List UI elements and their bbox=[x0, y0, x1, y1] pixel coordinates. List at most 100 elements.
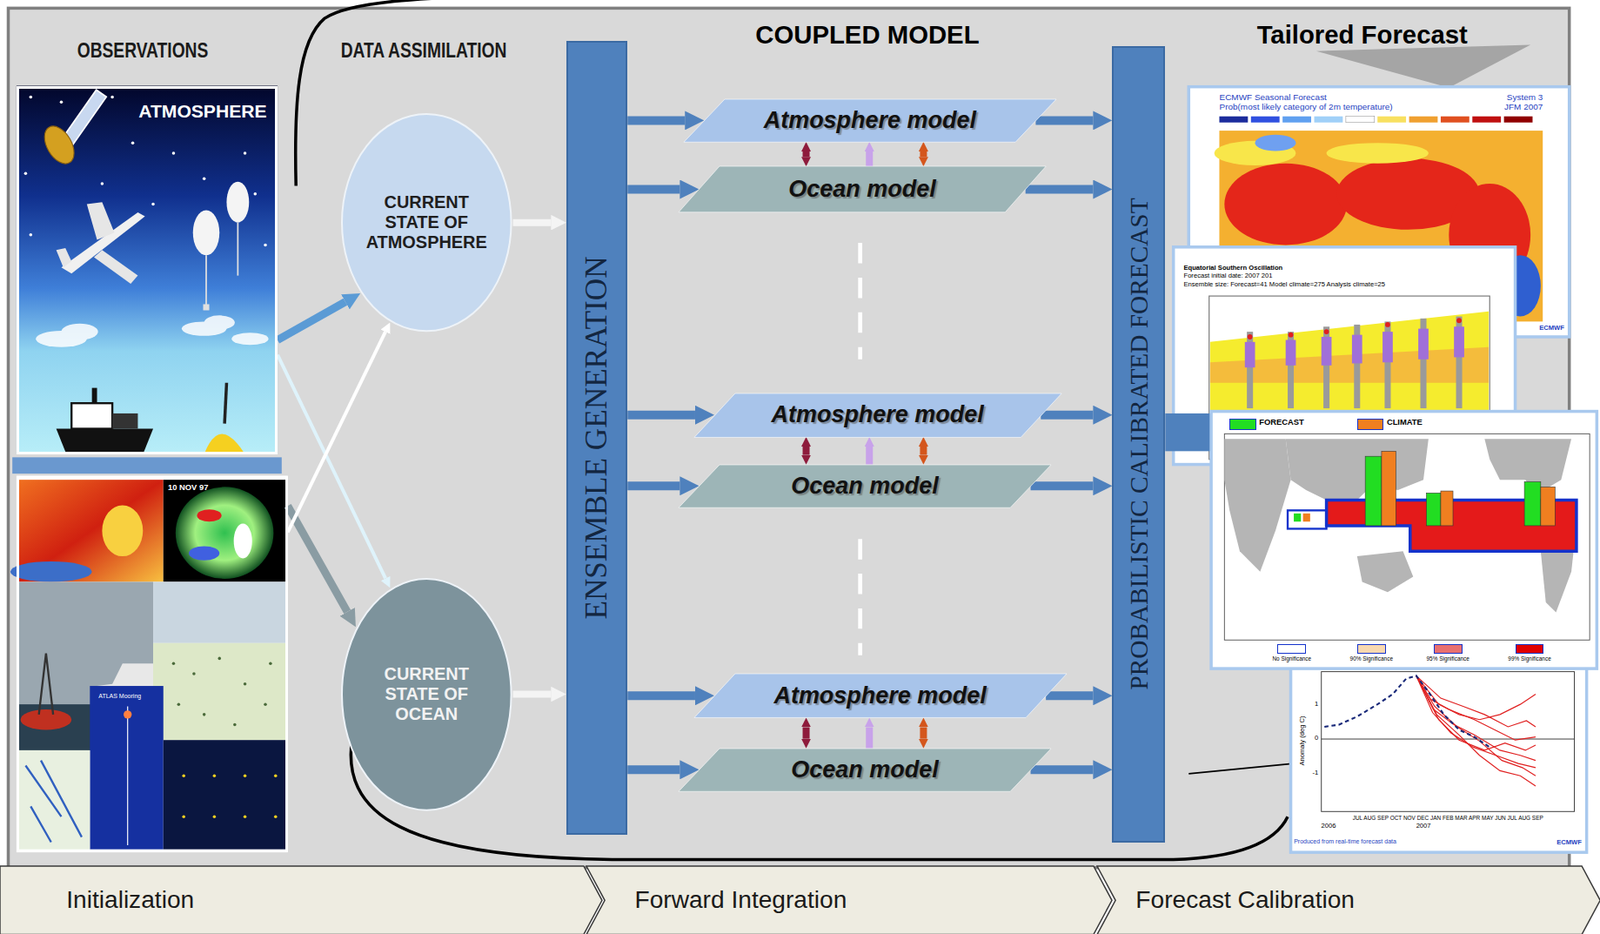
forecast-map-chart bbox=[1255, 134, 1297, 152]
atmosphere-picture bbox=[236, 222, 239, 276]
region-bar-chart bbox=[1426, 492, 1441, 526]
forecast-map-chart bbox=[1224, 163, 1347, 246]
ocean-picture bbox=[153, 581, 286, 643]
region-bar-chart bbox=[1365, 455, 1382, 526]
axis-tick: 2007 bbox=[1416, 822, 1432, 831]
model-text: Ocean model bbox=[788, 175, 936, 203]
stage-text: Initialization bbox=[0, 885, 195, 914]
anomaly-chart bbox=[1321, 738, 1575, 740]
atmosphere-picture bbox=[60, 100, 64, 105]
model-text: Ocean model bbox=[790, 756, 938, 784]
stage-band: Forecast Calibration bbox=[1097, 865, 1600, 934]
ocean-picture bbox=[243, 773, 248, 777]
chart-title: ECMWF Seasonal Forecast bbox=[1219, 92, 1327, 102]
chart-note: Ensemble size: Forecast=41 Model climate… bbox=[1183, 281, 1386, 289]
model-outline bbox=[683, 99, 1057, 142]
oscillation-chart bbox=[1418, 328, 1429, 360]
axis-tick: 0 bbox=[1314, 734, 1319, 743]
atmosphere-picture bbox=[24, 172, 28, 176]
legend-text: FORECAST bbox=[1258, 417, 1305, 427]
oscillation-chart bbox=[1453, 326, 1465, 357]
ocean-picture bbox=[10, 475, 288, 852]
ocean-picture bbox=[181, 773, 277, 817]
atmosphere-picture bbox=[100, 181, 105, 186]
forecast-map-chart bbox=[1282, 116, 1312, 123]
chart-title: Prob(most likely category of 2m temperat… bbox=[1219, 101, 1393, 112]
flow-arrow bbox=[627, 481, 680, 490]
flow-arrow bbox=[803, 446, 811, 456]
anomaly-chart bbox=[1416, 675, 1536, 786]
stage-text: Forward Integration bbox=[586, 885, 847, 914]
oscillation-chart bbox=[1288, 332, 1294, 338]
ocean-picture bbox=[101, 504, 143, 556]
anomaly-chart bbox=[1291, 662, 1587, 852]
ocean-picture bbox=[243, 814, 248, 818]
ocean-picture bbox=[213, 773, 217, 777]
forecast-map-chart bbox=[1326, 142, 1429, 163]
atmosphere-picture bbox=[193, 210, 220, 256]
atmosphere-picture bbox=[231, 332, 268, 345]
band-outline bbox=[1097, 865, 1600, 934]
atmosphere-picture bbox=[224, 382, 227, 424]
ocean-picture bbox=[153, 642, 286, 740]
oscillation-chart bbox=[1245, 341, 1256, 368]
chart-note: Forecast initial date: 2007 201 bbox=[1183, 272, 1272, 281]
coupling-arrow bbox=[919, 151, 927, 157]
oscillation-chart bbox=[1247, 317, 1462, 340]
model-plane: Atmosphere model bbox=[683, 99, 1057, 142]
flow-arrow bbox=[627, 764, 680, 774]
observation-panel: 10 NOV 97ATLAS Mooring bbox=[16, 475, 288, 853]
anomaly-chart bbox=[1416, 675, 1536, 768]
ocean-picture bbox=[181, 773, 186, 777]
forecast-bar: PROBABILISTIC CALIBRATED FORECAST bbox=[1111, 46, 1165, 843]
ocean-picture bbox=[177, 702, 181, 706]
region-bar-chart bbox=[1303, 513, 1311, 522]
flow-arrow bbox=[513, 219, 552, 227]
oscillation-chart bbox=[1324, 328, 1330, 335]
flow-arrow bbox=[627, 115, 685, 125]
atmosphere-picture bbox=[93, 249, 138, 284]
legend-text: 90% Significance bbox=[1350, 655, 1393, 662]
axis-tick: 2006 bbox=[1321, 822, 1337, 831]
separator-dash bbox=[857, 242, 863, 360]
atmosphere-picture bbox=[12, 456, 282, 474]
bar-text: PROBABILISTIC CALIBRATED FORECAST bbox=[1124, 198, 1153, 690]
flow-arrow bbox=[1045, 690, 1093, 700]
flow-arrow bbox=[1035, 115, 1093, 125]
atmosphere-picture bbox=[202, 303, 209, 310]
region-bar-chart bbox=[1211, 411, 1597, 670]
ocean-picture bbox=[10, 561, 93, 582]
flow-arrow bbox=[277, 301, 346, 341]
state-outline bbox=[341, 113, 512, 331]
forecast-map-chart bbox=[1251, 116, 1280, 123]
model-outline bbox=[678, 166, 1046, 213]
region-bar-chart bbox=[1357, 550, 1413, 592]
ocean-picture bbox=[274, 814, 278, 818]
stage-band: Initialization bbox=[0, 865, 603, 934]
flow-arrow bbox=[287, 505, 348, 612]
flow-arrow bbox=[1030, 481, 1094, 490]
forecast-map-chart bbox=[1345, 116, 1375, 123]
model-plane: Ocean model bbox=[678, 748, 1052, 791]
model-text: Ocean model bbox=[790, 472, 938, 500]
axis-tick: JUL AUG SEP OCT NOV DEC JAN FEB MAR APR … bbox=[1352, 814, 1544, 821]
oscillation-chart bbox=[1247, 334, 1253, 340]
oscillation-chart bbox=[1456, 317, 1462, 323]
model-outline bbox=[694, 393, 1062, 437]
coupling-arrow bbox=[919, 726, 927, 738]
flow-arrow bbox=[627, 410, 696, 420]
oscillation-chart bbox=[1245, 326, 1465, 368]
model-text: Atmosphere model bbox=[770, 401, 984, 429]
region-bar-chart bbox=[1440, 490, 1453, 526]
region-bar-chart bbox=[1224, 433, 1590, 640]
forecast-map-chart bbox=[1409, 116, 1439, 123]
state-ellipse: CURRENT STATE OF ATMOSPHERE bbox=[340, 112, 514, 333]
legend-swatch bbox=[1515, 643, 1545, 654]
model-text: Atmosphere model bbox=[763, 107, 977, 134]
atmosphere-picture bbox=[226, 181, 249, 223]
ocean-picture bbox=[213, 814, 217, 818]
ocean-picture bbox=[196, 508, 221, 522]
separator-dash bbox=[857, 538, 863, 656]
legend-text: No Significance bbox=[1271, 655, 1312, 662]
